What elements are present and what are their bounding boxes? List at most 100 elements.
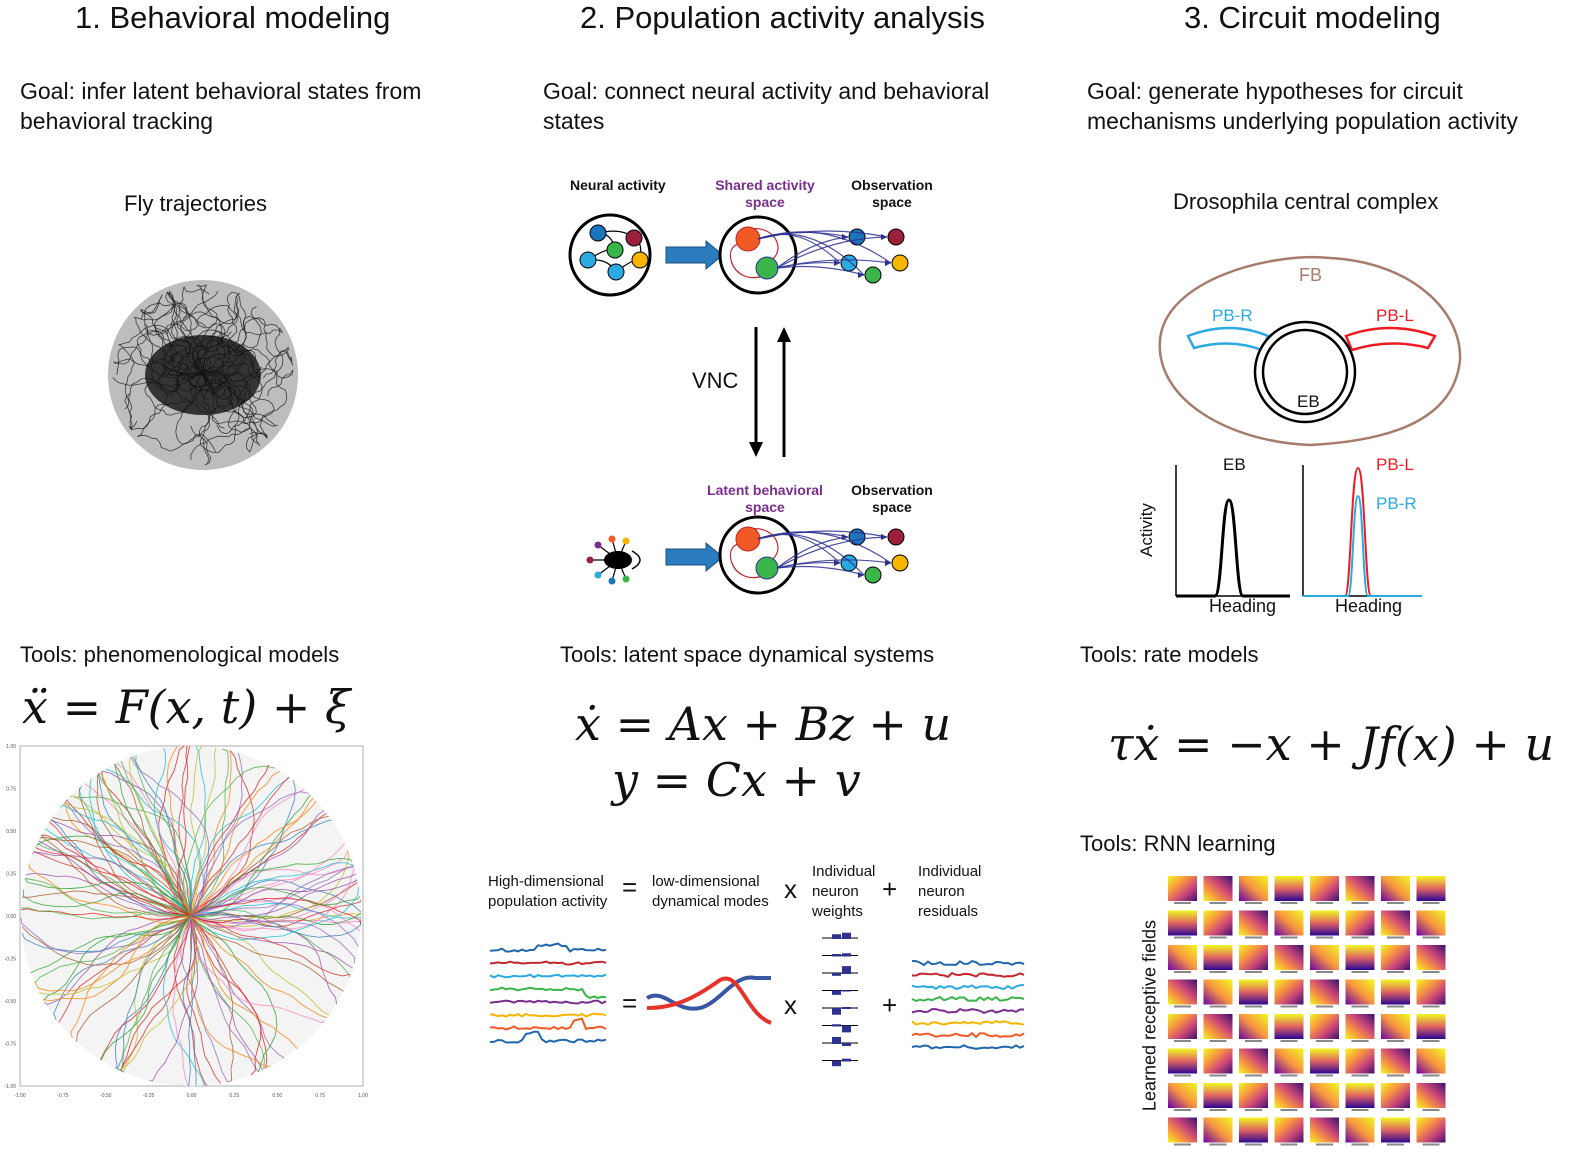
receptive-field-tile <box>1168 1049 1197 1074</box>
tile-caption <box>1245 902 1262 904</box>
receptive-field-tile <box>1310 1118 1339 1143</box>
mode-red <box>647 979 771 1023</box>
receptive-field-tile <box>1417 911 1446 936</box>
eb-bump <box>1176 500 1290 596</box>
tile-caption <box>1423 1040 1440 1042</box>
weight-bar <box>832 1037 841 1044</box>
neuron-node <box>607 242 623 258</box>
y-tick-label: -1.00 <box>5 1084 17 1090</box>
receptive-field-tile <box>1381 1118 1410 1143</box>
tile-caption <box>1245 1075 1262 1077</box>
activity-plots <box>1170 460 1440 600</box>
receptive-field-tile <box>1381 1083 1410 1108</box>
tile-caption <box>1281 971 1298 973</box>
neural-to-observation-diagram <box>568 200 948 330</box>
tile-caption <box>1174 1006 1191 1008</box>
neuron-node <box>590 225 606 241</box>
vnc-arrows <box>740 322 800 462</box>
population-trace <box>490 988 606 998</box>
receptive-field-tile <box>1275 980 1304 1005</box>
tile-caption <box>1423 1006 1440 1008</box>
latent-node-orange <box>736 227 760 251</box>
residual-traces <box>912 955 1027 1055</box>
y-tick-label: 0.50 <box>6 829 16 835</box>
tile-caption <box>1316 1075 1333 1077</box>
heading-label-2: Heading <box>1335 596 1402 617</box>
times-sign-bottom: x <box>784 990 797 1021</box>
observation-node <box>888 529 904 545</box>
receptive-field-tile <box>1239 1083 1268 1108</box>
tile-caption <box>1174 937 1191 939</box>
hd-pop-label: High-dimensional population activity <box>488 872 623 912</box>
y-tick-label: 0.25 <box>6 872 16 878</box>
tile-caption <box>1210 902 1227 904</box>
col2-goal: Goal: connect neural activity and behavi… <box>543 76 1013 136</box>
receptive-field-tile <box>1239 1014 1268 1039</box>
residual-trace <box>912 973 1024 977</box>
central-complex-label: Drosophila central complex <box>1173 189 1438 215</box>
y-tick-label: -0.50 <box>5 999 17 1005</box>
receptive-field-tile <box>1275 1014 1304 1039</box>
tile-caption <box>1281 1006 1298 1008</box>
receptive-field-tile <box>1310 876 1339 901</box>
pbr-arc <box>1188 328 1268 350</box>
observation-node <box>892 255 908 271</box>
tile-caption <box>1316 1109 1333 1111</box>
tile-caption <box>1423 937 1440 939</box>
tile-caption <box>1174 1040 1191 1042</box>
receptive-field-tile <box>1204 911 1233 936</box>
receptive-field-tile <box>1310 1083 1339 1108</box>
receptive-field-tile <box>1239 1118 1268 1143</box>
col3-goal: Goal: generate hypotheses for circuit me… <box>1087 76 1557 136</box>
eq-sign-bottom: = <box>622 988 637 1019</box>
receptive-field-tile <box>1239 911 1268 936</box>
ld-modes-label: low-dimensional dynamical modes <box>652 872 777 912</box>
y-tick-label: -0.75 <box>5 1042 17 1048</box>
vnc-label: VNC <box>692 368 738 394</box>
weight-bar <box>842 1007 851 1009</box>
tile-caption <box>1316 937 1333 939</box>
weight-bar <box>832 934 841 939</box>
tile-caption <box>1423 902 1440 904</box>
neuron-weights-bars <box>820 932 860 1077</box>
times-sign-top: x <box>784 874 797 905</box>
receptive-field-tile <box>1346 980 1375 1005</box>
receptive-field-tile <box>1275 876 1304 901</box>
heading-label-1: Heading <box>1209 596 1276 617</box>
link-arrowhead <box>858 572 864 578</box>
observation-node <box>888 229 904 245</box>
receptive-field-tile <box>1417 1014 1446 1039</box>
keypoint <box>587 557 594 564</box>
weight-bar <box>842 933 851 939</box>
population-trace <box>490 962 606 965</box>
receptive-field-tile <box>1204 1083 1233 1108</box>
tile-caption <box>1281 1144 1298 1146</box>
mode-blue <box>647 977 771 1008</box>
observation-node <box>841 255 857 271</box>
tile-caption <box>1174 971 1191 973</box>
tile-caption <box>1387 1040 1404 1042</box>
receptive-field-tile <box>1168 1083 1197 1108</box>
x-tick-label: -0.75 <box>57 1093 69 1099</box>
receptive-field-tile <box>1381 945 1410 970</box>
ld-modes-traces <box>645 968 775 1028</box>
tile-caption <box>1281 1040 1298 1042</box>
y-tick-label: -0.25 <box>5 957 17 963</box>
tile-caption <box>1245 1109 1262 1111</box>
receptive-field-grid <box>1168 876 1458 1151</box>
keypoint <box>609 578 616 585</box>
residual-trace <box>912 1009 1024 1013</box>
receptive-field-tile <box>1168 1118 1197 1143</box>
receptive-field-tile <box>1310 945 1339 970</box>
population-trace <box>490 975 606 978</box>
keypoint <box>609 536 616 543</box>
hd-population-traces <box>490 942 610 1052</box>
receptive-field-tile <box>1239 980 1268 1005</box>
observation-node <box>865 267 881 283</box>
receptive-field-tile <box>1381 980 1410 1005</box>
tile-caption <box>1245 1040 1262 1042</box>
weight-bar <box>832 991 841 995</box>
receptive-field-tile <box>1381 876 1410 901</box>
tile-caption <box>1387 937 1404 939</box>
x-tick-label: -0.50 <box>100 1093 112 1099</box>
